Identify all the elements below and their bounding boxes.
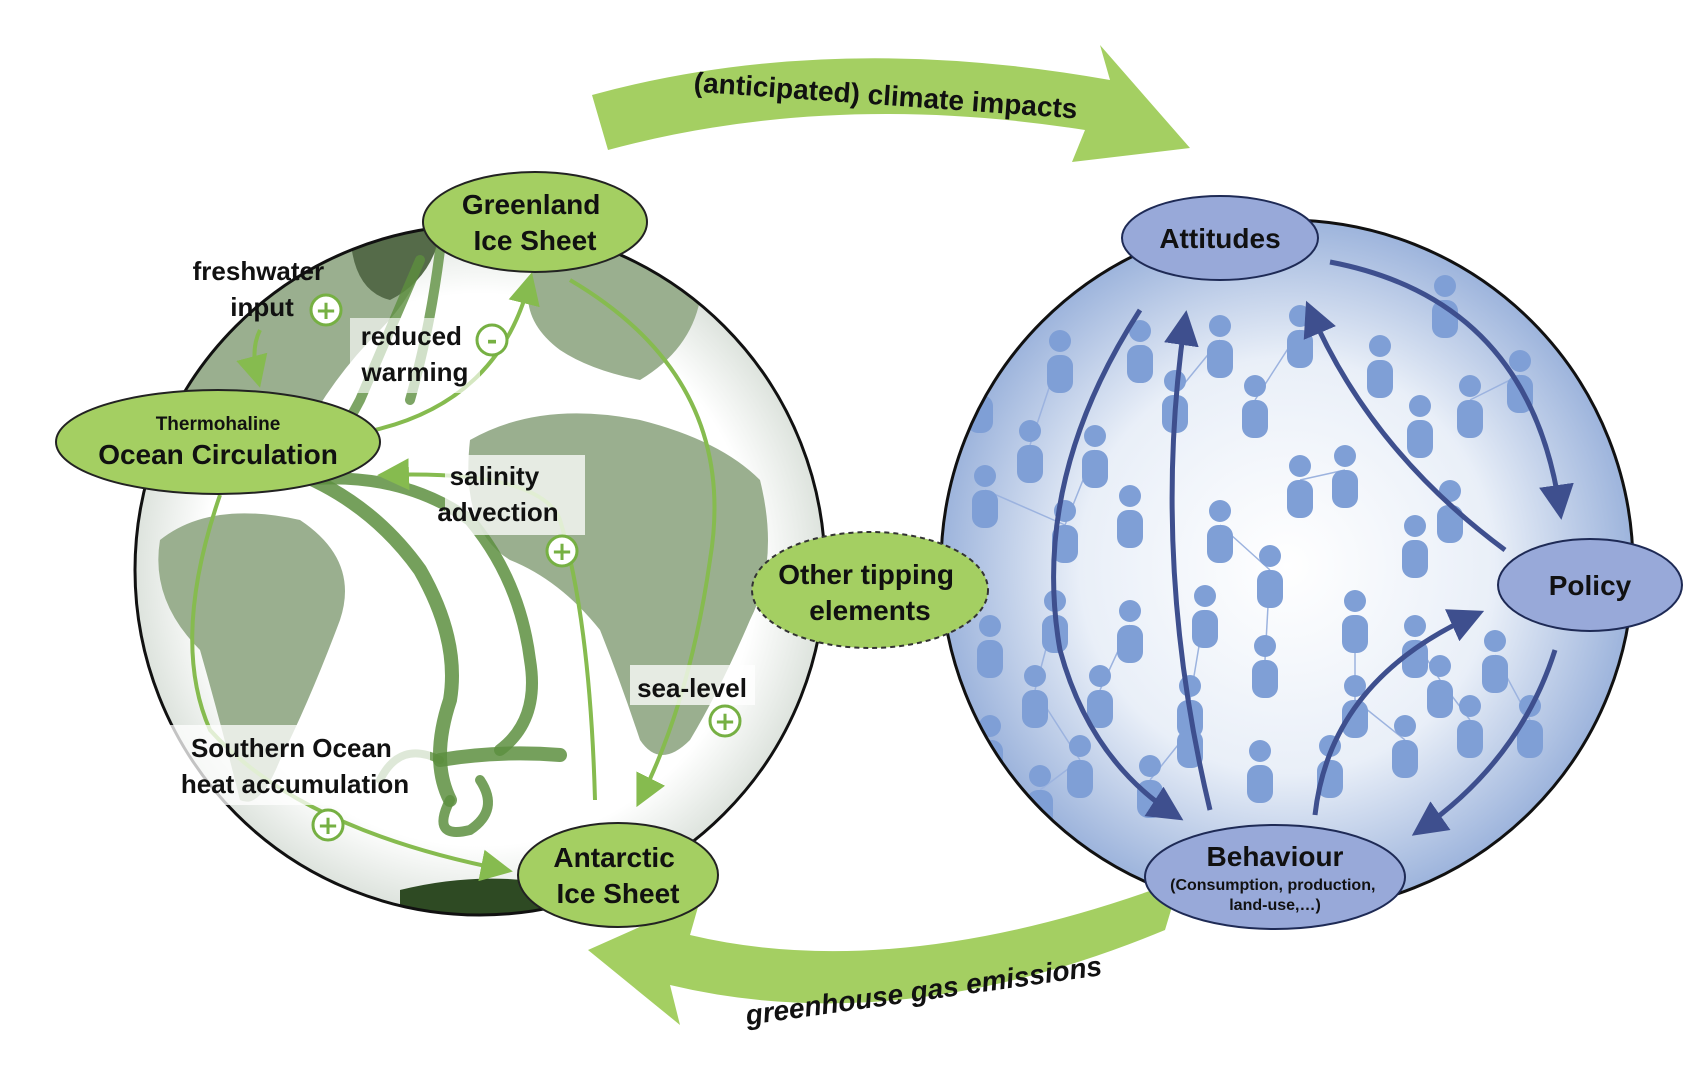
person-icon bbox=[972, 465, 998, 528]
person-icon bbox=[977, 615, 1003, 678]
person-icon bbox=[1287, 455, 1313, 518]
svg-text:(Consumption, production,: (Consumption, production, land-use,…) bbox=[1170, 877, 1380, 914]
person-icon bbox=[1207, 500, 1233, 563]
antarctica-land bbox=[400, 878, 560, 915]
person-icon bbox=[1117, 600, 1143, 663]
person-icon bbox=[1022, 665, 1048, 728]
emissions-arrow bbox=[588, 880, 1180, 1025]
salinity-sign: + bbox=[545, 534, 579, 568]
person-icon bbox=[1017, 420, 1043, 483]
southern-ocean-label: Southern Ocean heat accumulation bbox=[181, 733, 409, 799]
person-icon bbox=[1342, 675, 1368, 738]
social-arrows bbox=[1051, 259, 1574, 836]
attitudes-to-policy-arrow bbox=[1329, 259, 1574, 520]
freshwater-arrow bbox=[236, 329, 268, 388]
antarctic-node: Antarctic Ice Sheet bbox=[517, 822, 719, 928]
svg-text:Behaviour: Behaviour bbox=[1207, 841, 1344, 872]
svg-text:Antarctic Ice Sheet: Antarctic Ice Sheet bbox=[553, 842, 682, 909]
person-icon bbox=[1457, 375, 1483, 438]
sealevel-arrow bbox=[568, 278, 717, 808]
person-icon bbox=[1402, 515, 1428, 578]
svg-text:+: + bbox=[315, 296, 337, 326]
person-icon bbox=[1367, 335, 1393, 398]
person-icon bbox=[1332, 445, 1358, 508]
svg-text:+: + bbox=[317, 811, 339, 841]
policy-to-behaviour-arrow bbox=[1411, 649, 1558, 836]
climate-impacts-arrow bbox=[592, 45, 1190, 162]
south-america-land bbox=[158, 513, 345, 802]
sealevel-label: sea-level bbox=[637, 673, 747, 703]
person-icon bbox=[1207, 315, 1233, 378]
person-icon bbox=[1427, 655, 1453, 718]
person-icon bbox=[1402, 615, 1428, 678]
person-icon bbox=[1127, 320, 1153, 383]
person-icon bbox=[1407, 395, 1433, 458]
behaviour-to-attitudes-arrow bbox=[1164, 310, 1213, 811]
person-icon bbox=[1242, 375, 1268, 438]
svg-text:+: + bbox=[551, 537, 573, 567]
svg-text:Greenland Ice Sheet: Greenland Ice Sheet bbox=[462, 189, 608, 256]
attitudes-to-behaviour-arrow bbox=[1051, 308, 1184, 821]
policy-to-attitudes-arrow bbox=[1303, 300, 1507, 553]
person-icon bbox=[1117, 485, 1143, 548]
person-icon bbox=[1482, 630, 1508, 693]
southern-ocean-sign: + bbox=[311, 808, 345, 842]
person-icon bbox=[1067, 735, 1093, 798]
svg-text:Other tipping elements: Other tipping elements bbox=[778, 559, 962, 626]
svg-text:Attitudes: Attitudes bbox=[1159, 223, 1280, 254]
freshwater-sign: + bbox=[309, 293, 343, 327]
person-icon bbox=[1192, 585, 1218, 648]
sealevel-sign: + bbox=[708, 704, 742, 738]
policy-node: Policy bbox=[1497, 538, 1683, 632]
person-icon bbox=[1392, 715, 1418, 778]
thermohaline-node: Thermohaline Ocean Circulation bbox=[55, 389, 381, 495]
svg-text:+: + bbox=[714, 707, 736, 737]
reduced-warming-sign: - bbox=[475, 323, 509, 357]
network-link bbox=[984, 489, 1066, 526]
behaviour-to-policy-arrow bbox=[1312, 609, 1485, 816]
other-tipping-elements-node: Other tipping elements bbox=[751, 531, 989, 649]
svg-text:-: - bbox=[487, 326, 498, 356]
freshwater-label: freshwater input bbox=[193, 256, 332, 322]
attitudes-node: Attitudes bbox=[1121, 195, 1319, 281]
person-icon bbox=[1342, 590, 1368, 653]
person-icon bbox=[1287, 305, 1313, 368]
person-icon bbox=[1252, 635, 1278, 698]
salinity-label: salinity advection bbox=[437, 461, 558, 527]
person-icon bbox=[1257, 545, 1283, 608]
svg-text:Ocean Circulation: Ocean Circulation bbox=[98, 439, 338, 470]
person-icon bbox=[1047, 330, 1073, 393]
person-icon bbox=[1247, 740, 1273, 803]
behaviour-node: Behaviour (Consumption, production, land… bbox=[1144, 824, 1406, 930]
greenland-node: Greenland Ice Sheet bbox=[422, 171, 648, 273]
person-icon bbox=[1082, 425, 1108, 488]
svg-text:Thermohaline: Thermohaline bbox=[156, 414, 281, 435]
reduced-warming-label: reduced warming bbox=[361, 321, 470, 387]
person-icon bbox=[1457, 695, 1483, 758]
svg-text:Policy: Policy bbox=[1549, 570, 1632, 601]
person-icon bbox=[1087, 665, 1113, 728]
